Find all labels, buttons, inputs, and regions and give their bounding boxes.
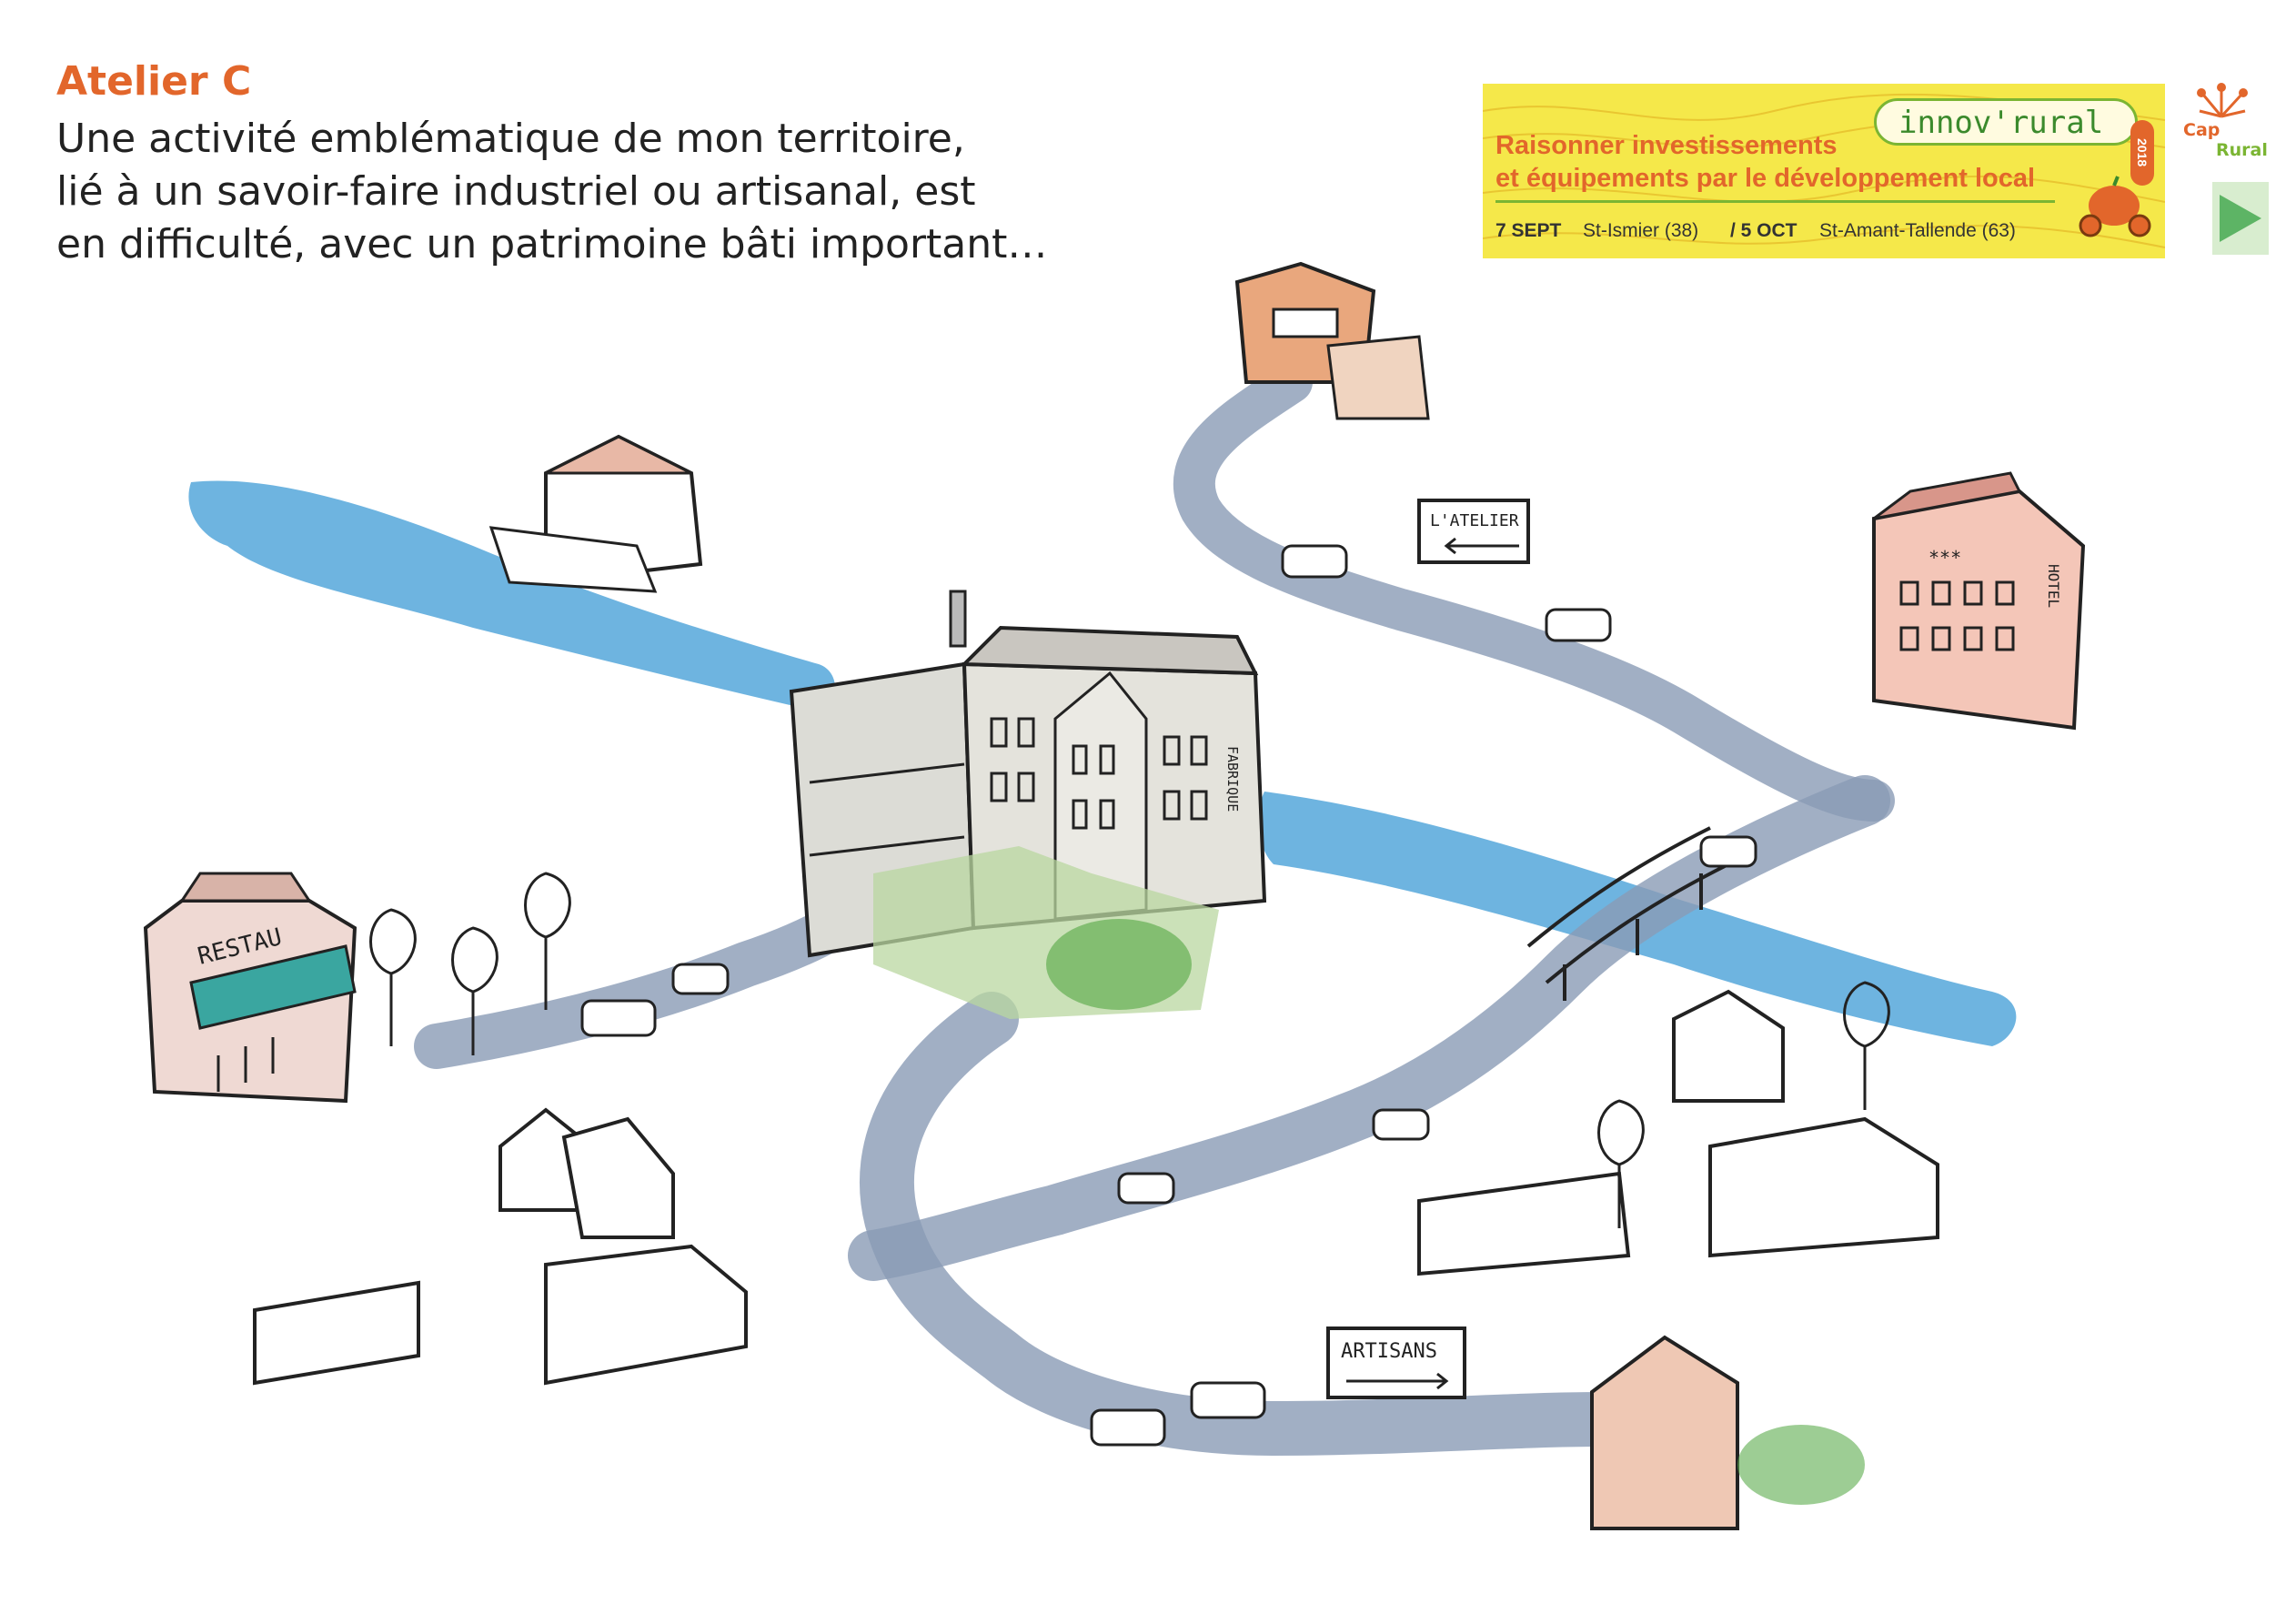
workshop-title: Atelier C bbox=[56, 58, 252, 105]
place-2: St-Amant-Tallende (63) bbox=[1819, 220, 2016, 241]
year-badge: 2018 bbox=[2130, 120, 2154, 186]
innovrural-logo: innov'rural bbox=[1874, 98, 2138, 146]
intro-line: Une activité emblématique de mon territo… bbox=[56, 116, 965, 162]
banner-headline-2: et équipements par le développement loca… bbox=[1495, 164, 2036, 193]
fabrique-label: FABRIQUE bbox=[1224, 746, 1241, 812]
atelier-building bbox=[1234, 261, 1430, 420]
banner-divider bbox=[1495, 200, 2055, 203]
hotel-label: HOTEL bbox=[2045, 564, 2062, 608]
partner-logo bbox=[2212, 182, 2269, 255]
dandelion-icon bbox=[2197, 83, 2248, 118]
brand-text: innov'rural bbox=[1898, 105, 2104, 141]
event-banner: innov'rural 2018 Raisonner investissemen… bbox=[1483, 84, 2165, 258]
hotel-building: *** HOTEL bbox=[1872, 471, 2086, 731]
river-west bbox=[188, 480, 836, 711]
artisans-signpost: ARTISANS bbox=[1326, 1327, 1466, 1399]
rural-text: Rural bbox=[2216, 140, 2268, 160]
road-north bbox=[1173, 361, 1895, 822]
atelier-signpost: L'ATELIER bbox=[1417, 499, 1530, 564]
houses-west bbox=[253, 1107, 748, 1386]
intro-line: lié à un savoir-faire industriel ou arti… bbox=[56, 168, 976, 215]
cap-text: Cap bbox=[2183, 120, 2220, 140]
atelier-sign-text: L'ATELIER bbox=[1430, 511, 1519, 530]
riverside-cafe bbox=[488, 434, 703, 593]
road-south bbox=[859, 992, 1628, 1457]
cap-rural-logo: Cap Rural bbox=[2176, 80, 2276, 171]
workshop-intro: Une activité emblématique de mon territo… bbox=[56, 113, 1047, 271]
cars bbox=[580, 544, 1757, 1447]
pumpkin-cart-icon bbox=[2079, 176, 2151, 237]
trees-east bbox=[1597, 981, 1890, 1228]
date-1: 7 SEPT bbox=[1495, 220, 1562, 241]
banner-headline-1: Raisonner investissements bbox=[1495, 131, 1838, 160]
artisans-sign-text: ARTISANS bbox=[1341, 1340, 1437, 1363]
trees-west bbox=[369, 872, 571, 1055]
intro-line: en difficulté, avec un patrimoine bâti i… bbox=[56, 221, 1048, 267]
bridge bbox=[1526, 826, 1729, 1001]
bushes bbox=[1046, 919, 1192, 1010]
hotel-stars: *** bbox=[1928, 547, 1961, 569]
place-1: St-Ismier (38) bbox=[1583, 220, 1699, 241]
restau-building: RESTAU bbox=[143, 872, 357, 1104]
artisans-house bbox=[1590, 1335, 1865, 1530]
houses-east bbox=[1417, 989, 1939, 1276]
date-2: / 5 OCT bbox=[1730, 220, 1798, 241]
arrow-logo-icon bbox=[2220, 195, 2261, 242]
